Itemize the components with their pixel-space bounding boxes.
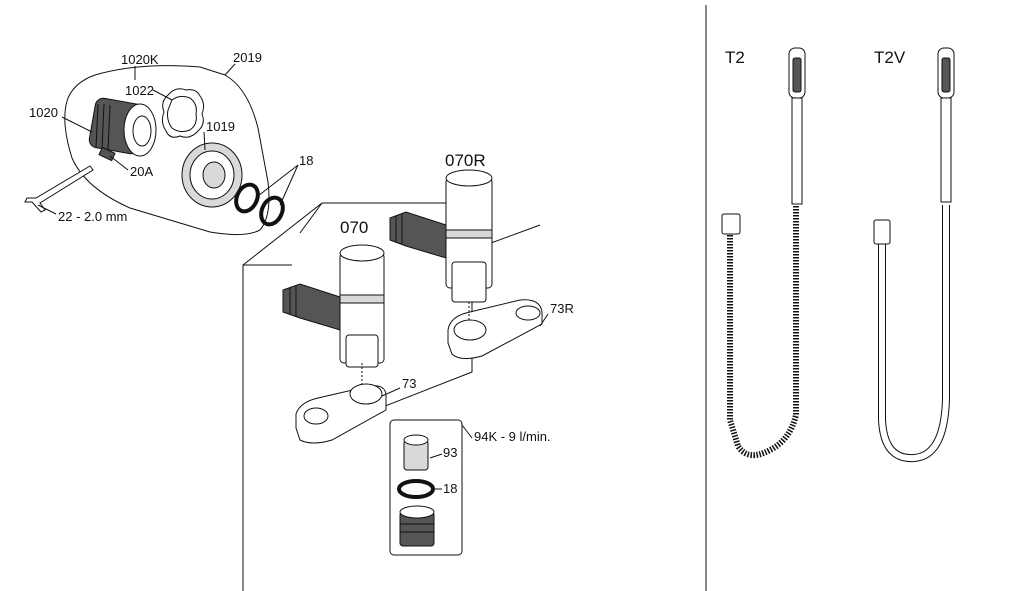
hex-key: [24, 165, 94, 213]
o-ring-18-b: [259, 195, 285, 227]
label-070: 070: [340, 218, 368, 237]
rosette-1019: [181, 142, 243, 208]
label-1022: 1022: [125, 83, 154, 98]
assembly-frame: [242, 202, 541, 591]
label-1020: 1020: [29, 105, 58, 120]
threaded-nipple: [399, 505, 435, 547]
cartridge-outline: [64, 65, 270, 236]
label-20A: 20A: [130, 164, 153, 179]
valve-070R: [389, 169, 493, 303]
label-18-top: 18: [299, 153, 313, 168]
o-ring-18-c: [397, 479, 435, 499]
flow-limiter-box: [389, 419, 463, 556]
label-94K: 94K - 9 l/min.: [474, 429, 551, 444]
label-73R: 73R: [550, 301, 574, 316]
o-ring-18-a: [234, 182, 260, 214]
handshower-t2v: [873, 47, 955, 463]
flow-restrictor-93: [403, 434, 429, 471]
label-2019: 2019: [233, 50, 262, 65]
label-1019: 1019: [206, 119, 235, 134]
cartridge-1020: [88, 97, 157, 157]
label-T2: T2: [725, 48, 745, 67]
valve-assembly-group: [242, 169, 549, 591]
label-hex-key: 22 - 2.0 mm: [58, 209, 127, 224]
valve-070: [282, 244, 385, 368]
cartridge-group: [24, 63, 299, 236]
label-73: 73: [402, 376, 416, 391]
label-93: 93: [443, 445, 457, 460]
label-1020K: 1020K: [121, 52, 159, 67]
label-070R: 070R: [445, 151, 486, 170]
handshower-t2: [721, 47, 806, 459]
holder-73R: [447, 299, 543, 360]
label-18-bottom: 18: [443, 481, 457, 496]
label-T2V: T2V: [874, 48, 906, 67]
holder-73: [295, 383, 387, 444]
